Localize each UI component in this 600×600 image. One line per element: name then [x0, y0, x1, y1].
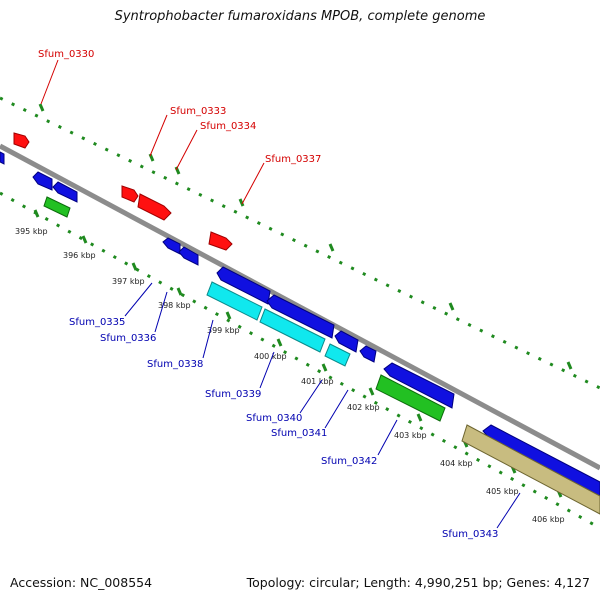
- gene-label[interactable]: Sfum_0335: [69, 317, 125, 328]
- kbp-label: 396 kbp: [63, 251, 96, 260]
- gene-label[interactable]: Sfum_0342: [321, 456, 377, 467]
- accession-label: Accession: NC_008554: [10, 575, 153, 590]
- gene-block: [383, 362, 455, 409]
- inner-tick-track: [0, 191, 600, 530]
- gene-block: [13, 132, 30, 149]
- gene-block: [162, 237, 181, 255]
- gene-block: [178, 246, 199, 266]
- kbp-labels: 395 kbp 396 kbp 397 kbp 398 kbp 399 kbp …: [15, 227, 565, 524]
- gene-block: [375, 374, 446, 422]
- gene-block: [266, 294, 335, 339]
- gene-label[interactable]: Sfum_0336: [100, 333, 156, 344]
- kbp-label: 402 kbp: [347, 403, 380, 412]
- outer-tick-track: [0, 96, 600, 390]
- gene-block: [359, 345, 377, 363]
- gene-block: [32, 171, 53, 191]
- reverse-genes: [0, 151, 600, 515]
- reverse-gene-labels: Sfum_0335 Sfum_0336 Sfum_0338 Sfum_0339 …: [69, 282, 521, 540]
- gene-block: [259, 308, 326, 353]
- gene-label[interactable]: Sfum_0341: [271, 428, 327, 439]
- kbp-label: 400 kbp: [254, 352, 287, 361]
- genome-summary: Topology: circular; Length: 4,990,251 bp…: [246, 575, 590, 590]
- gene-block: [208, 231, 233, 251]
- gene-label[interactable]: Sfum_0334: [200, 121, 256, 132]
- gene-block: [206, 281, 263, 321]
- inner-major-ticks: [33, 209, 563, 498]
- gene-block: [0, 151, 5, 165]
- gene-label[interactable]: Sfum_0339: [205, 389, 261, 400]
- kbp-label: 403 kbp: [394, 431, 427, 440]
- gene-block: [137, 193, 172, 221]
- gene-block: [52, 181, 78, 203]
- gene-block: [461, 424, 600, 515]
- kbp-label: 406 kbp: [532, 515, 565, 524]
- gene-label[interactable]: Sfum_0337: [265, 154, 321, 165]
- gene-label[interactable]: Sfum_0340: [246, 413, 302, 424]
- gene-block: [216, 266, 271, 305]
- gene-label[interactable]: Sfum_0333: [170, 106, 226, 117]
- kbp-label: 395 kbp: [15, 227, 48, 236]
- genome-title: Syntrophobacter fumaroxidans MPOB, compl…: [114, 9, 486, 24]
- gene-block: [43, 196, 71, 218]
- gene-label[interactable]: Sfum_0338: [147, 359, 203, 370]
- kbp-label: 401 kbp: [301, 377, 334, 386]
- kbp-label: 399 kbp: [207, 326, 240, 335]
- kbp-label: 398 kbp: [158, 301, 191, 310]
- genome-backbone: [0, 143, 600, 471]
- forward-genes: [13, 132, 233, 251]
- gene-label[interactable]: Sfum_0343: [442, 529, 498, 540]
- kbp-label: 404 kbp: [440, 459, 473, 468]
- gene-label[interactable]: Sfum_0330: [38, 49, 94, 60]
- gene-block: [324, 343, 351, 367]
- kbp-label: 405 kbp: [486, 487, 519, 496]
- gene-block: [334, 330, 359, 353]
- outer-major-ticks: [38, 103, 573, 370]
- gene-block: [121, 185, 139, 203]
- kbp-label: 397 kbp: [112, 277, 145, 286]
- forward-gene-labels: Sfum_0330 Sfum_0333 Sfum_0334 Sfum_0337: [38, 49, 321, 205]
